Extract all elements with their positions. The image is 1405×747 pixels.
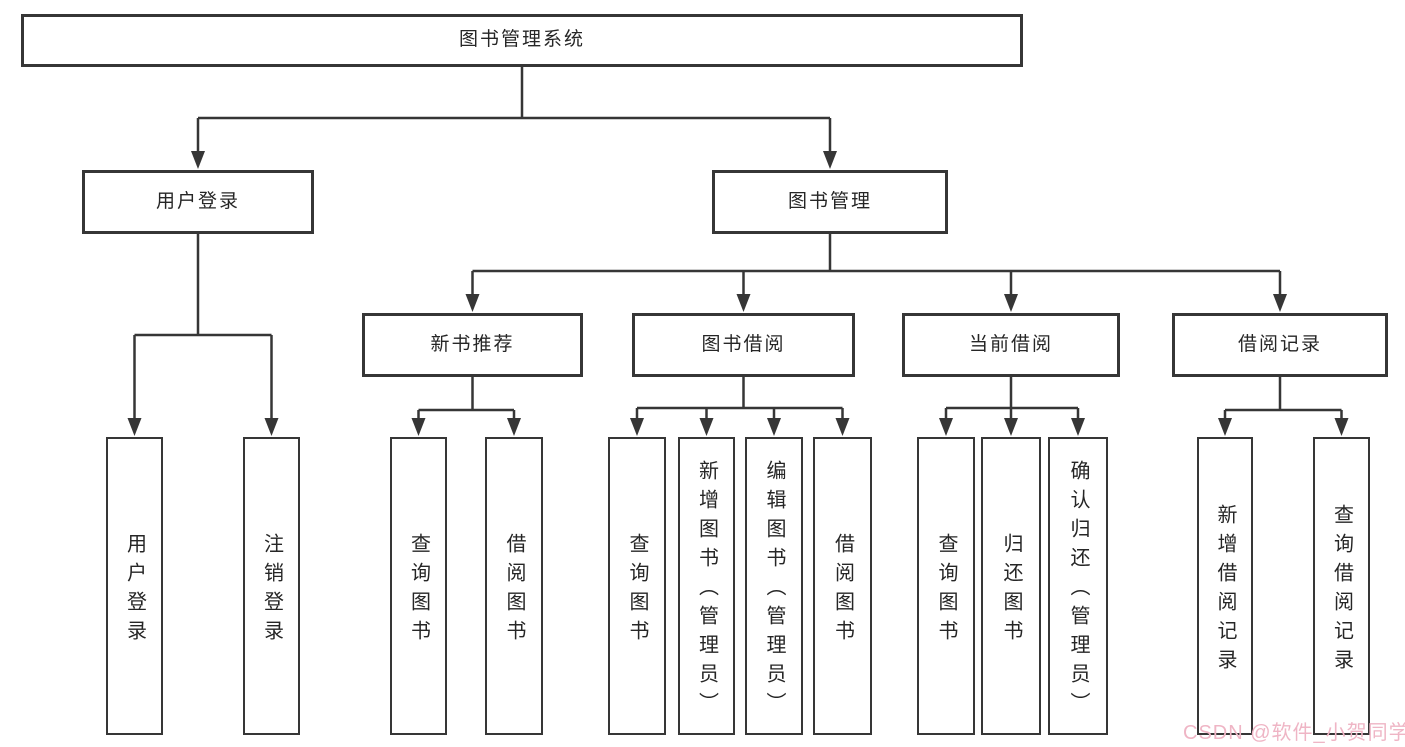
connector-borrow-records-children: [1223, 377, 1343, 420]
leaf-br-query-record: 查询借阅记录: [1313, 437, 1370, 735]
down-arrowhead: [767, 418, 781, 436]
node-book-mgmt-label: 图书管理: [787, 190, 872, 212]
down-arrowhead: [823, 151, 837, 169]
down-arrowhead: [835, 418, 850, 436]
leaf-cb-query-books-label: 查询图书: [935, 532, 957, 649]
leaf-br-query-record-label: 查询借阅记录: [1330, 503, 1353, 678]
leaf-cb-query-books: 查询图书: [917, 437, 975, 735]
down-arrowhead: [939, 418, 953, 436]
connector-book-borrow-children: [635, 377, 844, 420]
node-new-book-recommend-label: 新书推荐: [430, 333, 515, 355]
node-book-mgmt: 图书管理: [712, 170, 948, 234]
leaf-bb-edit-books-admin-label: 编辑图书（管理员）: [763, 460, 785, 721]
node-root-label: 图书管理系统: [458, 29, 585, 51]
leaf-cb-return-books-label: 归还图书: [1000, 532, 1022, 649]
leaf-bb-add-books-admin: 新增图书（管理员）: [678, 437, 735, 735]
node-book-borrow-label: 图书借阅: [701, 333, 786, 355]
down-arrowhead: [191, 151, 205, 169]
node-borrow-records-label: 借阅记录: [1237, 333, 1322, 355]
node-root: 图书管理系统: [21, 14, 1023, 67]
leaf-user-login: 用户登录: [106, 437, 163, 735]
down-arrowhead: [127, 418, 142, 436]
node-user-login-label: 用户登录: [155, 190, 240, 212]
connector-book-mgmt-to-level2: [471, 234, 1282, 296]
leaf-bb-add-books-admin-label: 新增图书（管理员）: [695, 460, 718, 721]
node-current-borrow: 当前借阅: [902, 313, 1120, 377]
leaf-bb-edit-books-admin: 编辑图书（管理员）: [745, 437, 803, 735]
leaf-bb-query-books: 查询图书: [608, 437, 666, 735]
connector-new-book-children: [417, 377, 516, 420]
node-user-login: 用户登录: [82, 170, 314, 234]
down-arrowhead: [736, 294, 751, 312]
down-arrowhead: [507, 418, 521, 436]
leaf-nb-borrow-books: 借阅图书: [485, 437, 543, 735]
node-new-book-recommend: 新书推荐: [362, 313, 583, 377]
leaf-br-add-record: 新增借阅记录: [1197, 437, 1253, 735]
leaf-user-login-label: 用户登录: [123, 532, 146, 649]
leaf-cb-confirm-return-admin: 确认归还（管理员）: [1048, 437, 1108, 735]
leaf-nb-query-books-label: 查询图书: [407, 532, 430, 649]
down-arrowhead: [411, 418, 426, 436]
down-arrowhead: [1004, 294, 1018, 312]
leaf-bb-borrow-books-label: 借阅图书: [831, 532, 854, 649]
down-arrowhead: [465, 294, 480, 312]
leaf-nb-query-books: 查询图书: [390, 437, 447, 735]
down-arrowhead: [1334, 418, 1349, 436]
down-arrowhead: [1004, 418, 1018, 436]
connector-current-borrow-children: [944, 377, 1080, 420]
down-arrowhead: [1218, 418, 1232, 436]
leaf-bb-query-books-label: 查询图书: [626, 532, 648, 649]
down-arrowhead: [699, 418, 714, 436]
leaf-logout: 注销登录: [243, 437, 300, 735]
leaf-logout-label: 注销登录: [260, 532, 283, 649]
leaf-br-add-record-label: 新增借阅记录: [1214, 503, 1236, 678]
connector-root-to-level1: [196, 67, 832, 152]
down-arrowhead: [1273, 294, 1287, 312]
leaf-cb-return-books: 归还图书: [981, 437, 1041, 735]
leaf-nb-borrow-books-label: 借阅图书: [503, 532, 525, 649]
leaf-bb-borrow-books: 借阅图书: [813, 437, 872, 735]
connector-user-login-children: [133, 234, 273, 420]
node-borrow-records: 借阅记录: [1172, 313, 1388, 377]
node-current-borrow-label: 当前借阅: [968, 333, 1053, 355]
leaf-cb-confirm-return-admin-label: 确认归还（管理员）: [1067, 460, 1089, 721]
down-arrowhead: [1071, 418, 1085, 436]
watermark: CSDN @软件_小贺同学: [1183, 722, 1405, 744]
down-arrowhead: [264, 418, 279, 436]
down-arrowhead: [630, 418, 644, 436]
node-book-borrow: 图书借阅: [632, 313, 855, 377]
